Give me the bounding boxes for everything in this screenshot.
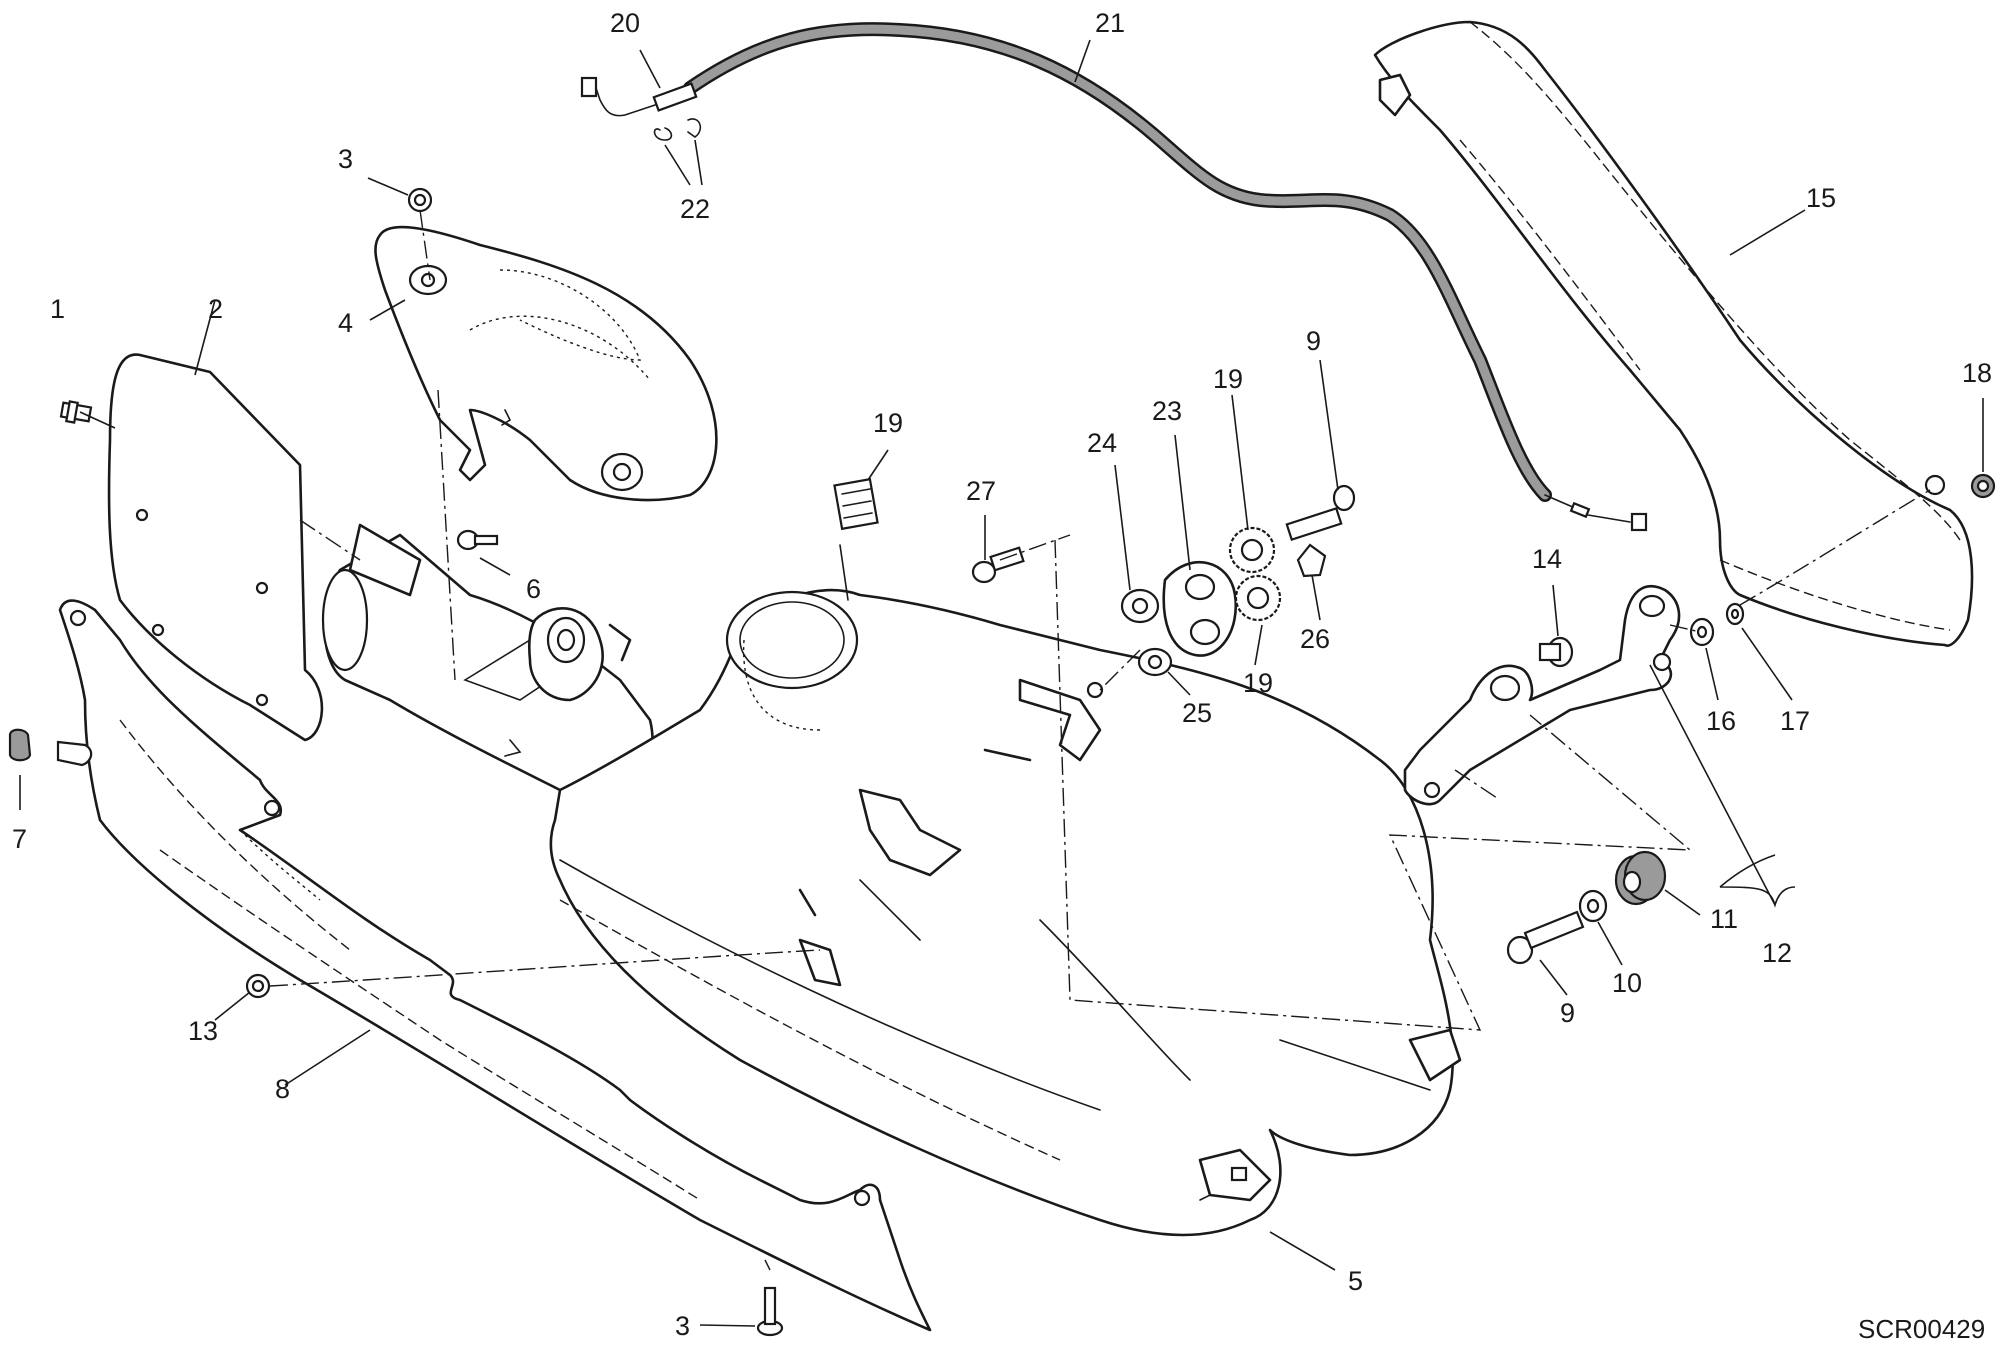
callout-19a: 19	[873, 408, 903, 438]
callout-12: 12	[1762, 938, 1792, 968]
clips-22	[653, 118, 702, 141]
clamp-23-24-25	[1120, 561, 1238, 677]
nut-18	[1970, 473, 1996, 499]
gear-19-upper	[1228, 526, 1276, 574]
callout-8: 8	[275, 1074, 290, 1104]
screw-1	[59, 400, 93, 424]
lower-shield-8	[58, 599, 932, 1332]
sponge-19	[833, 477, 879, 531]
heat-shield-2	[107, 353, 324, 742]
callout-21: 21	[1095, 8, 1125, 38]
callout-5: 5	[1348, 1266, 1363, 1296]
spacer-26	[1296, 543, 1327, 578]
callout-20: 20	[610, 8, 640, 38]
washer-16	[1689, 617, 1715, 647]
callout-2: 2	[208, 294, 223, 324]
callout-4: 4	[338, 308, 353, 338]
callout-6: 6	[526, 574, 541, 604]
callout-14: 14	[1532, 544, 1562, 574]
callout-24: 24	[1087, 428, 1117, 458]
bracket-12	[1403, 584, 1681, 806]
brace-12	[1719, 854, 1796, 908]
nut-3-top	[407, 187, 433, 213]
silencer-5	[549, 544, 1462, 1237]
washer-10	[1578, 889, 1608, 923]
bush-7	[8, 728, 93, 767]
callout-17: 17	[1780, 706, 1810, 736]
inlet-pipe	[321, 523, 692, 817]
screw-27	[971, 546, 1025, 584]
washer-17	[1725, 602, 1745, 626]
callout-18: 18	[1962, 358, 1992, 388]
sensor-plug-20	[580, 76, 698, 117]
callout-19c: 19	[1243, 668, 1273, 698]
end-cover-15	[1373, 20, 1974, 647]
assembly-axis-lines	[269, 209, 1931, 1271]
callout-27: 27	[966, 476, 996, 506]
callout-22: 22	[680, 194, 710, 224]
gear-19-lower	[1234, 574, 1282, 622]
screw-6	[456, 529, 499, 551]
callout-15: 15	[1806, 183, 1836, 213]
cable-21	[683, 22, 1648, 532]
callout-1: 1	[50, 294, 65, 324]
callout-25: 25	[1182, 698, 1212, 728]
callout-3: 3	[338, 144, 353, 174]
upper-shield-4	[374, 225, 718, 502]
callout-26: 26	[1300, 624, 1330, 654]
callout-16: 16	[1706, 706, 1736, 736]
callout-3b: 3	[675, 1311, 690, 1341]
callout-labels: 1 2 3 4 6 7 8 13 3 5 20 21 22 19 27 24 2…	[12, 8, 1992, 1341]
callout-23: 23	[1152, 396, 1182, 426]
callout-9a: 9	[1306, 326, 1321, 356]
bolt-9-upper	[1285, 484, 1356, 542]
grommet-11	[1614, 850, 1667, 906]
callout-11: 11	[1710, 904, 1738, 934]
callout-19b: 19	[1213, 364, 1243, 394]
bolt-9-lower	[1506, 910, 1585, 965]
callout-13: 13	[188, 1016, 218, 1046]
callout-10: 10	[1612, 968, 1642, 998]
bush-14	[1538, 636, 1574, 668]
drawing-reference-code: SCR00429	[1858, 1314, 1985, 1344]
nut-13	[245, 973, 271, 999]
screw-3-bottom	[756, 1286, 784, 1337]
callout-9b: 9	[1560, 998, 1575, 1028]
leader-lines	[19, 39, 1984, 1327]
callout-7: 7	[12, 824, 27, 854]
